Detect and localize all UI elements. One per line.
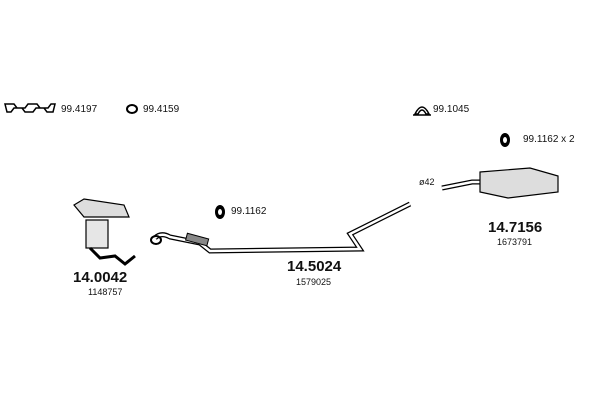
part-ref: 1579025 [296,277,332,287]
diameter-label: ø42 [419,177,435,187]
rubber-hanger-icon [215,205,225,219]
manifold-gasket-icon [4,103,56,113]
part-code[interactable]: 14.0042 [73,269,128,286]
intermediate-pipe [150,201,412,254]
accessory-code: 99.4159 [143,104,180,115]
clamp-icon [413,106,431,116]
part-ref: 1148757 [88,287,123,297]
accessory-code: 99.1162 [231,206,267,217]
part-code[interactable]: 14.7156 [488,219,543,236]
accessory-code: 99.1162 x 2 [523,134,575,145]
accessory-code: 99.4197 [61,104,98,115]
part-code[interactable]: 14.5024 [287,258,342,275]
rubber-hanger-icon [500,133,510,147]
ring-gasket-icon [126,104,138,114]
rear-silencer [441,167,559,199]
catalytic-converter-manifold [73,198,136,266]
accessory-code: 99.1045 [433,104,470,115]
part-ref: 1673791 [497,237,533,247]
